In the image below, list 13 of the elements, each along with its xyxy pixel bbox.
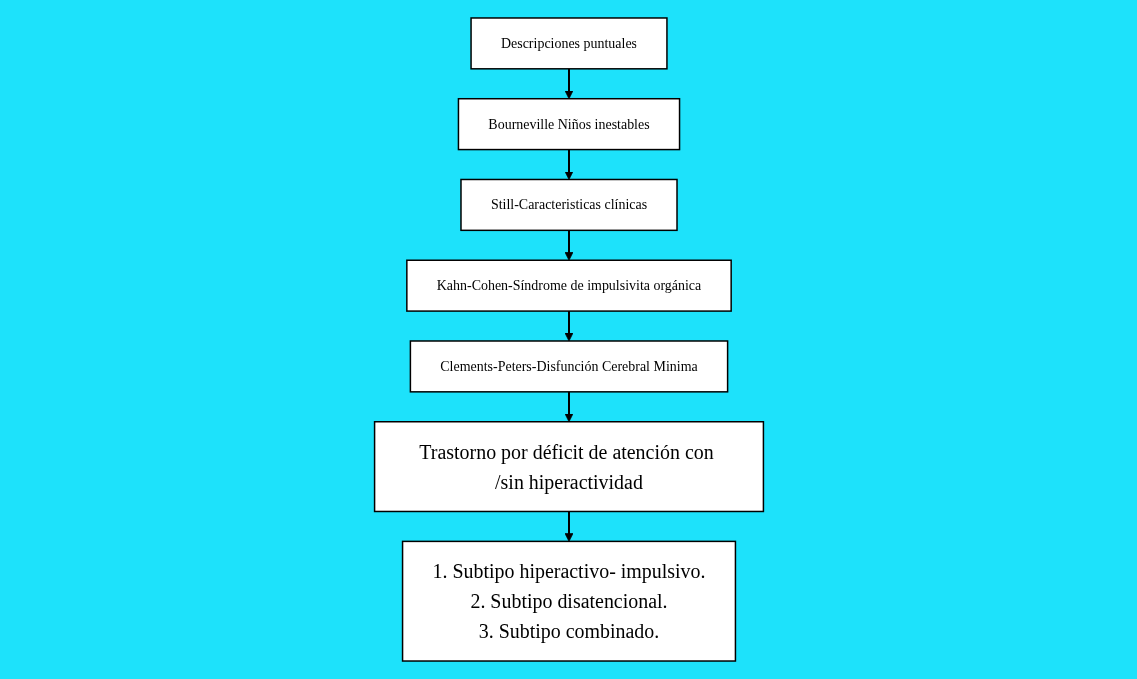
arrow bbox=[564, 148, 573, 180]
arrow bbox=[564, 510, 573, 542]
arrow bbox=[564, 67, 573, 100]
node-box: 1. Subtipo hiperactivo- impulsivo. 2. Subtipo disatencional. 3. Subtipo combinado. bbox=[401, 540, 736, 662]
arrow bbox=[564, 390, 573, 423]
arrow bbox=[564, 310, 573, 342]
node-box: Descripciones puntuales bbox=[469, 17, 668, 70]
node-box: Clements-Peters-Disfunción Cerebral Minima bbox=[409, 340, 728, 393]
arrow bbox=[564, 229, 573, 261]
node-box: Still-Caracteristicas clínicas bbox=[459, 178, 678, 232]
node-box: Bourneville Niños inestables bbox=[457, 98, 680, 151]
node-box: Trastorno por déficit de atención con /sin hiperactividad bbox=[373, 421, 764, 513]
node-box: Kahn-Cohen-Síndrome de impulsivita orgánica bbox=[405, 259, 732, 312]
